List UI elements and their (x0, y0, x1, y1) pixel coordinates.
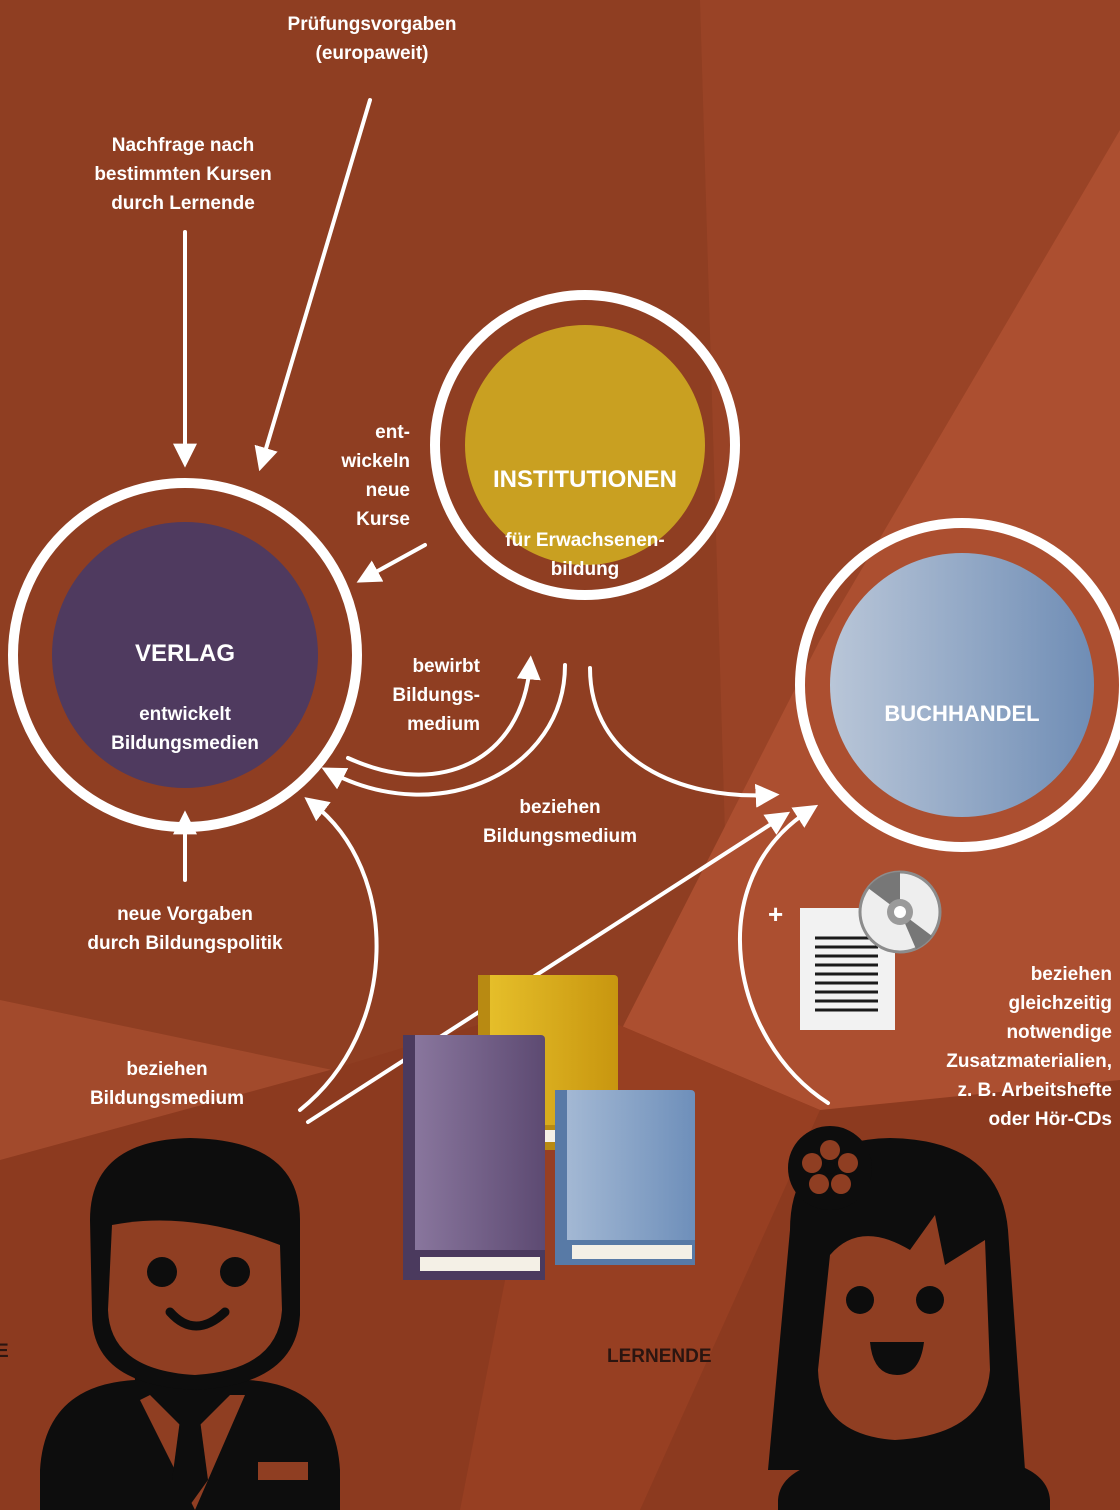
institutionen-subtitle: für Erwachsenen- bildung (505, 530, 665, 580)
label-nachfrage: Nachfrage nach bestimmten Kursen durch L… (94, 135, 272, 214)
arrow-pruefung-to-verlag (254, 98, 372, 472)
arrow-verlag-bewirbt (346, 655, 541, 777)
cd-icon (858, 870, 942, 954)
arrow-lehrender-to-buchhandel (306, 811, 791, 1124)
label-beziehen-left: beziehen Bildungsmedium (89, 1059, 245, 1109)
institutionen-title: INSTITUTIONEN (493, 466, 677, 493)
verlag-text: VERLAG entwickelt Bildungsmedien (70, 608, 300, 787)
label-pruefungsvorgaben: Prüfungsvorgaben (europaweit) (287, 14, 457, 64)
book-purple (403, 1035, 545, 1280)
arrow-lehrender-to-verlag (298, 797, 379, 1112)
institutionen-node (430, 290, 740, 600)
verlag-subtitle: entwickelt Bildungsmedien (111, 704, 259, 754)
arrow-institutionen-to-verlag-beziehen (321, 663, 567, 797)
arrow-lernende-to-buchhandel (738, 804, 830, 1105)
verlag-title: VERLAG (134, 640, 235, 667)
flower-icon (788, 1126, 872, 1210)
label-lehrende-cut: E (0, 1341, 9, 1362)
institutionen-text: INSTITUTIONEN für Erwachsenen- bildung (470, 434, 700, 613)
buchhandel-title: BUCHHANDEL (884, 701, 1040, 726)
lernende-figure (768, 1126, 1050, 1510)
label-bewirbt: bewirbt Bildungs- medium (392, 656, 480, 735)
label-zusatzmaterialien: beziehen gleichzeitig notwendige Zusatzm… (946, 964, 1112, 1130)
plus-icon: + (768, 899, 784, 929)
books-illustration (403, 975, 695, 1280)
label-beziehen-mid: beziehen Bildungsmedium (482, 797, 638, 847)
buchhandel-circle (830, 553, 1094, 817)
lehrender-figure (40, 1138, 340, 1510)
verlag-circle (52, 522, 318, 788)
buchhandel-text: BUCHHANDEL (847, 668, 1077, 760)
label-neue-vorgaben: neue Vorgaben durch Bildungspolitik (87, 904, 283, 954)
book-blue (555, 1090, 695, 1265)
arrow-institutionen-to-buchhandel (588, 666, 780, 808)
label-entwickeln-kurse: ent- wickeln neue Kurse (341, 422, 410, 530)
arrows (173, 98, 830, 1124)
buchhandel-node (795, 518, 1120, 852)
arrow-institutionen-to-verlag (356, 543, 427, 583)
label-lernende: LERNENDE (607, 1346, 712, 1367)
institutionen-circle (465, 325, 705, 565)
